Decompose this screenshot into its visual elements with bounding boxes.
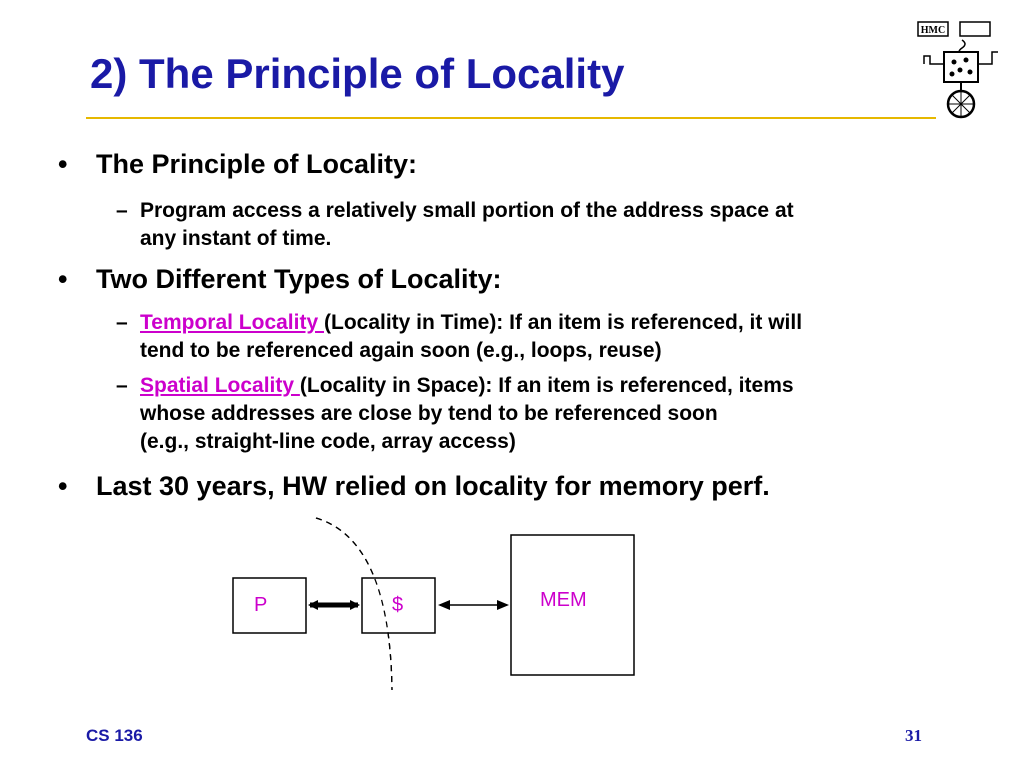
sub-bullet-line: (Locality in Space): If an item is refer… xyxy=(299,374,794,397)
bullet-glyph: • xyxy=(58,149,68,179)
dash-glyph: – xyxy=(116,199,128,222)
cache-label: $ xyxy=(392,594,404,616)
processor-box xyxy=(232,577,307,634)
bullet-glyph: • xyxy=(58,471,68,501)
sub-bullet-line: tend to be referenced again soon (e.g., … xyxy=(140,339,662,362)
sub-bullet-line: any instant of time. xyxy=(140,227,332,250)
dash-glyph: – xyxy=(116,311,128,334)
sub-bullet-text: Spatial Locality (Locality in Space): If… xyxy=(140,372,794,456)
title-rule xyxy=(86,117,936,119)
temporal-locality-term: Temporal Locality xyxy=(140,311,324,334)
sub-bullet-text: Temporal Locality (Locality in Time): If… xyxy=(140,309,802,365)
sub-bullet-text: Program access a relatively small portio… xyxy=(140,197,794,253)
sub-bullet-line: (Locality in Time): If an item is refere… xyxy=(324,311,803,334)
slide-title: 2) The Principle of Locality xyxy=(90,50,625,97)
hmc-cs-robot-logo-icon: HMC xyxy=(917,21,998,119)
cache-box xyxy=(361,577,436,634)
sub-bullet-line: (e.g., straight-line code, array access) xyxy=(140,430,516,453)
footer-course: CS 136 xyxy=(86,726,143,745)
memory-box xyxy=(510,534,635,676)
sub-bullet-line: Program access a relatively small portio… xyxy=(140,199,794,222)
bullet-text: The Principle of Locality: xyxy=(96,149,418,179)
spatial-locality-term: Spatial Locality xyxy=(140,374,300,397)
footer-page-number: 31 xyxy=(905,726,922,745)
processor-label: P xyxy=(254,594,268,616)
bullet-text: Last 30 years, HW relied on locality for… xyxy=(96,471,770,501)
dash-glyph: – xyxy=(116,374,128,397)
logo-text: HMC xyxy=(921,25,945,36)
bullet-text: Two Different Types of Locality: xyxy=(96,264,502,294)
bullet-glyph: • xyxy=(58,264,68,294)
memory-label: MEM xyxy=(540,589,587,611)
sub-bullet-line: whose addresses are close by tend to be … xyxy=(140,402,718,425)
